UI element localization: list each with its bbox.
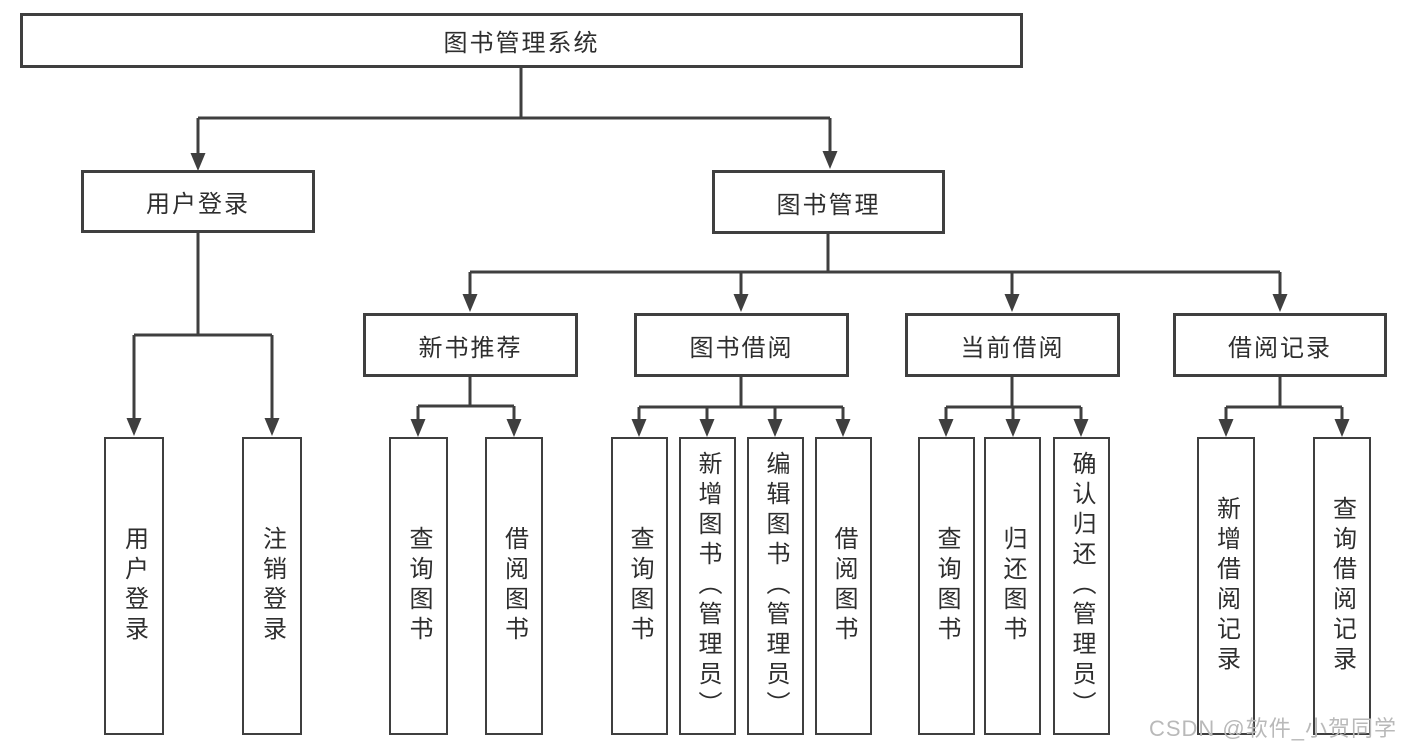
node-label: 图书管理 <box>776 191 881 219</box>
leaf-add-borrow-record: 新增借阅记录 <box>1197 437 1255 735</box>
node-root: 图书管理系统 <box>20 13 1023 68</box>
leaf-logout-login: 注销登录 <box>242 437 302 735</box>
node-label: 借阅记录 <box>1228 334 1332 362</box>
leaf-label: 查询图书 <box>626 526 653 646</box>
leaf-label: 查询图书 <box>405 526 432 646</box>
leaf-label: 编辑图书（管理员） <box>762 451 789 721</box>
leaf-label: 新增借阅记录 <box>1212 496 1240 676</box>
node-label: 新书推荐 <box>418 334 523 362</box>
leaf-label: 用户登录 <box>120 526 148 646</box>
leaf-label: 新增图书（管理员） <box>694 451 721 721</box>
csdn-watermark: CSDN @软件_小贺同学 <box>1148 716 1397 741</box>
leaf-confirm-return-admin: 确认归还（管理员） <box>1053 437 1110 735</box>
node-user-login: 用户登录 <box>81 170 315 233</box>
node-label: 图书管理系统 <box>443 30 600 57</box>
leaf-query-borrow-record: 查询借阅记录 <box>1313 437 1371 735</box>
leaf-query-books-borrow: 查询图书 <box>611 437 668 735</box>
arrowheads <box>126 151 1350 437</box>
leaf-label: 注销登录 <box>258 526 286 646</box>
leaf-label: 查询借阅记录 <box>1328 496 1356 676</box>
leaf-label: 归还图书 <box>999 526 1026 646</box>
leaf-user-login: 用户登录 <box>104 437 164 735</box>
leaf-borrow-books-recommend: 借阅图书 <box>485 437 543 735</box>
leaf-label: 借阅图书 <box>830 526 857 646</box>
node-borrow-records: 借阅记录 <box>1173 313 1387 377</box>
node-label: 图书借阅 <box>689 334 794 362</box>
node-label: 用户登录 <box>146 191 250 218</box>
leaf-return-books: 归还图书 <box>984 437 1041 735</box>
node-book-management: 图书管理 <box>712 170 945 234</box>
node-label: 当前借阅 <box>960 334 1065 362</box>
leaf-label: 查询图书 <box>933 526 960 646</box>
leaf-label: 确认归还（管理员） <box>1068 451 1095 721</box>
leaf-add-books-admin: 新增图书（管理员） <box>679 437 736 735</box>
leaf-edit-books-admin: 编辑图书（管理员） <box>747 437 804 735</box>
leaf-label: 借阅图书 <box>500 526 528 646</box>
leaf-borrow-books-borrow: 借阅图书 <box>815 437 872 735</box>
node-book-borrow: 图书借阅 <box>634 313 849 377</box>
node-current-borrow: 当前借阅 <box>905 313 1120 377</box>
node-new-book-recommend: 新书推荐 <box>363 313 578 377</box>
leaf-query-books-recommend: 查询图书 <box>389 437 448 735</box>
leaf-query-books-current: 查询图书 <box>918 437 975 735</box>
